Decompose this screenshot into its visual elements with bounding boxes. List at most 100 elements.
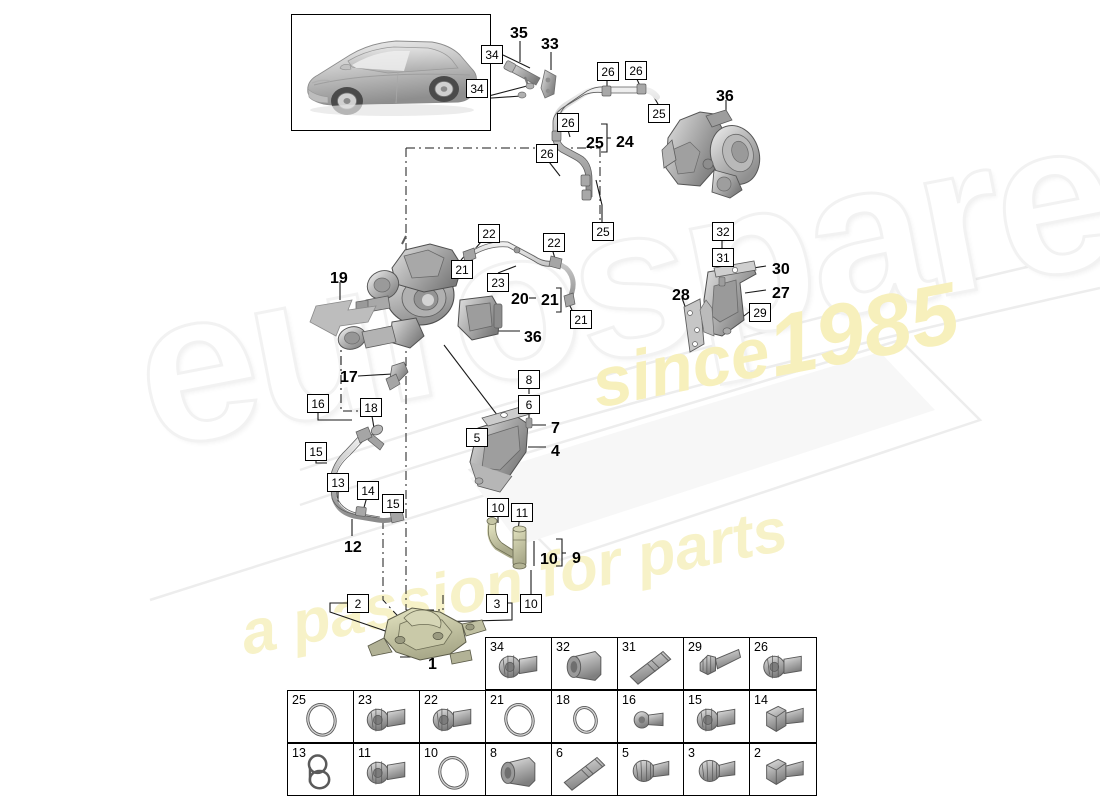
legend-cell-25[interactable]: 25 — [288, 691, 354, 742]
legend-number: 6 — [556, 746, 563, 760]
callout-16: 16 — [307, 394, 329, 413]
callout-22: 22 — [543, 233, 565, 252]
legend-cell-34[interactable]: 34 — [486, 638, 552, 689]
part-36-turbocharger-right — [661, 109, 761, 199]
callout-2: 2 — [347, 594, 369, 613]
callout-25: 25 — [592, 222, 614, 241]
callout-8: 8 — [518, 370, 540, 389]
callout-34: 34 — [466, 79, 488, 98]
legend-number: 32 — [556, 640, 570, 654]
legend-part-hex-head-bolt — [766, 705, 804, 732]
callout-26: 26 — [536, 144, 558, 163]
part-18-sealing-ring — [367, 424, 385, 451]
legend-number: 2 — [754, 746, 761, 760]
legend-cell-29[interactable]: 29 — [684, 638, 750, 689]
legend-cell-14[interactable]: 14 — [750, 691, 816, 742]
callout-34: 34 — [481, 45, 503, 64]
legend-number: 15 — [688, 693, 702, 707]
legend-number: 18 — [556, 693, 570, 707]
callout-7: 7 — [551, 420, 560, 437]
callout-24: 24 — [616, 134, 634, 151]
legend-cell-18[interactable]: 18 — [552, 691, 618, 742]
legend-cell-22[interactable]: 22 — [420, 691, 486, 742]
legend-number: 8 — [490, 746, 497, 760]
legend-cell-26[interactable]: 26 — [750, 638, 816, 689]
part-36-turbocharger-left — [337, 235, 503, 350]
callout-26: 26 — [625, 61, 647, 80]
legend-cell-3[interactable]: 3 — [684, 744, 750, 795]
callout-12: 12 — [344, 539, 362, 556]
callout-21: 21 — [451, 260, 473, 279]
callout-18: 18 — [360, 398, 382, 417]
callout-10: 10 — [487, 498, 509, 517]
legend-part-stud-bolt-long — [563, 756, 606, 791]
callout-26: 26 — [557, 113, 579, 132]
legend-number: 10 — [424, 746, 438, 760]
callout-5: 5 — [466, 428, 488, 447]
legend-cell-31[interactable]: 31 — [618, 638, 684, 689]
legend-cell-16[interactable]: 16 — [618, 691, 684, 742]
callout-29: 29 — [749, 303, 771, 322]
callout-11: 11 — [511, 503, 533, 522]
part-19-direction-arrow — [309, 299, 377, 337]
callout-27: 27 — [772, 285, 790, 302]
callout-10: 10 — [520, 594, 542, 613]
legend-number: 16 — [622, 693, 636, 707]
legend-number: 3 — [688, 746, 695, 760]
oil-return-fittings — [355, 426, 405, 524]
legend-row-1: 34 32 31 29 26 — [485, 637, 817, 690]
callout-31: 31 — [712, 248, 734, 267]
legend-cell-10[interactable]: 10 — [420, 744, 486, 795]
legend-cell-6[interactable]: 6 — [552, 744, 618, 795]
callout-13: 13 — [327, 473, 349, 492]
legend-cell-13[interactable]: 13 — [288, 744, 354, 795]
legend-number: 26 — [754, 640, 768, 654]
legend-cell-8[interactable]: 8 — [486, 744, 552, 795]
legend-cell-15[interactable]: 15 — [684, 691, 750, 742]
pipe-clamps — [551, 83, 647, 201]
legend-part-threaded-sleeve-nut — [500, 756, 536, 787]
vehicle-illustration-box — [291, 14, 491, 131]
callout-1: 1 — [428, 656, 437, 673]
legend-part-sealing-ring-small — [573, 705, 598, 734]
legend-cell-23[interactable]: 23 — [354, 691, 420, 742]
legend-cell-11[interactable]: 11 — [354, 744, 420, 795]
part-33-bracket — [540, 69, 557, 99]
callout-3: 3 — [486, 594, 508, 613]
legend-part-socket-head-bolt — [366, 708, 406, 732]
legend-cell-2[interactable]: 2 — [750, 744, 816, 795]
part-5-bolt — [474, 477, 484, 485]
legend-cell-5[interactable]: 5 — [618, 744, 684, 795]
legend-part-hex-head-bolt — [766, 758, 804, 785]
legend-part-socket-head-bolt — [432, 708, 472, 732]
part-31-32-studs — [718, 276, 726, 287]
callout-35: 35 — [510, 25, 528, 42]
callout-30: 30 — [772, 261, 790, 278]
callout-28: 28 — [672, 287, 690, 304]
callout-10: 10 — [540, 551, 558, 568]
callout-32: 32 — [712, 222, 734, 241]
legend-number: 23 — [358, 693, 372, 707]
part-6-stud — [525, 417, 533, 429]
legend-cell-21[interactable]: 21 — [486, 691, 552, 742]
callout-20: 20 — [511, 291, 529, 308]
part-34-bolts — [517, 82, 535, 99]
legend-number: 25 — [292, 693, 306, 707]
callout-36: 36 — [524, 329, 542, 346]
callout-36: 36 — [716, 88, 734, 105]
callout-33: 33 — [541, 36, 559, 53]
callout-25: 25 — [648, 104, 670, 123]
callout-17: 17 — [340, 369, 358, 386]
part-30-plate — [713, 260, 757, 278]
legend-number: 29 — [688, 640, 702, 654]
callout-23: 23 — [487, 273, 509, 292]
callout-9: 9 — [572, 550, 581, 567]
legend-part-socket-head-bolt-small — [633, 711, 664, 729]
legend-cell-32[interactable]: 32 — [552, 638, 618, 689]
part-20-oil-line — [463, 241, 576, 307]
callout-4: 4 — [551, 443, 560, 460]
